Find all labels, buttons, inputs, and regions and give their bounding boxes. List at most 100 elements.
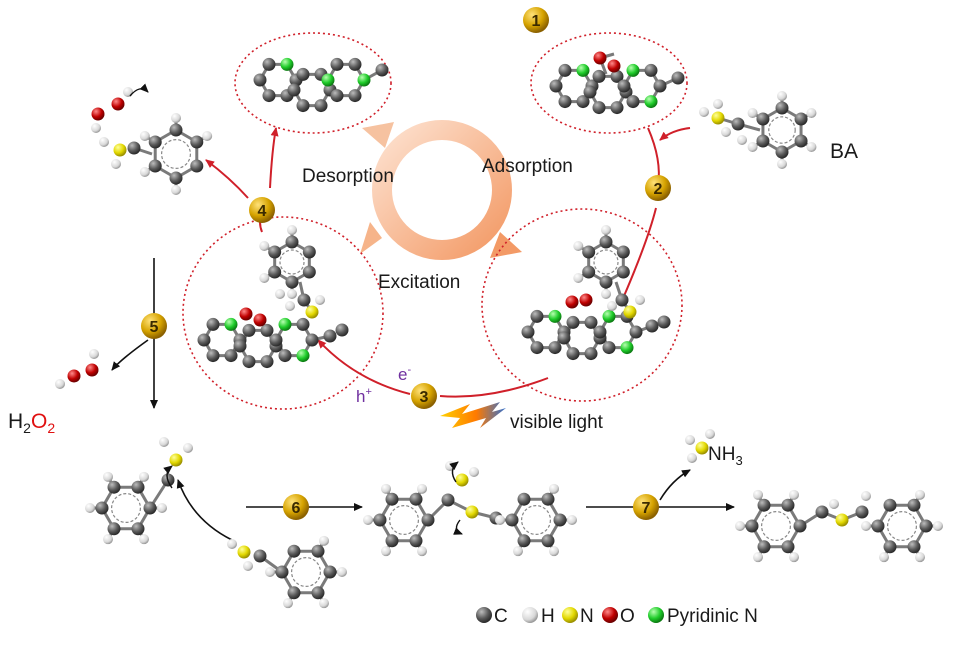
catalyst-circle-right	[481, 208, 683, 402]
atom-n	[455, 473, 469, 487]
atom-h	[123, 87, 133, 97]
atom-c	[548, 341, 562, 355]
atom-c	[794, 112, 808, 126]
atom-h	[915, 489, 925, 500]
atom-c	[731, 117, 745, 131]
atom-o	[111, 97, 125, 111]
atom-c	[781, 540, 795, 554]
atom-c	[576, 95, 590, 109]
atom-p	[620, 341, 634, 355]
atom-c	[616, 245, 630, 259]
atom-c	[883, 540, 897, 554]
atom-c	[592, 69, 606, 83]
atom-c	[385, 492, 399, 506]
catalyst-circle-top-right	[530, 32, 688, 134]
atom-h	[157, 503, 167, 513]
atom-h	[85, 503, 95, 513]
cycle-arrows	[360, 120, 522, 260]
atom-c	[615, 293, 629, 307]
atom-c	[657, 315, 671, 329]
atom-c	[269, 333, 283, 347]
atom-c	[323, 565, 337, 579]
atom-c	[302, 245, 316, 259]
atom-c	[287, 83, 301, 97]
atom-c	[107, 522, 121, 536]
atom-h	[283, 598, 293, 609]
desorption-label: Desorption	[302, 166, 394, 187]
atom-c	[305, 333, 319, 347]
atom-c	[127, 141, 141, 155]
atom-n	[169, 453, 183, 467]
electron-label: e-	[398, 364, 411, 384]
atom-p	[224, 317, 238, 331]
arrow-4-to-peroxide	[205, 159, 249, 199]
step-badge	[411, 383, 437, 409]
atom-h	[315, 295, 325, 305]
legend-h-swatch	[522, 607, 538, 623]
atom-h	[699, 107, 709, 117]
atom-h	[139, 167, 150, 177]
atom-c	[302, 265, 316, 279]
atom-h	[879, 552, 889, 563]
step-marker-3: 3	[411, 383, 437, 409]
atom-c	[756, 112, 770, 126]
atom-c	[541, 492, 555, 506]
atom-h	[287, 225, 297, 235]
atom-h	[287, 289, 297, 299]
aromatic-ring	[291, 556, 322, 587]
atom-c	[566, 315, 580, 329]
step-number: 5	[150, 319, 159, 336]
atom-h	[183, 443, 193, 453]
atom-c	[275, 565, 289, 579]
arrow-2-to-right	[623, 207, 657, 297]
aromatic-ring	[389, 505, 420, 536]
atom-c	[610, 69, 624, 83]
step-marker-7: 7	[633, 494, 659, 520]
atom-c	[285, 275, 299, 289]
atom-c	[599, 275, 613, 289]
atom-h	[753, 552, 763, 563]
step-number: 2	[654, 181, 663, 198]
adsorption-label: Adsorption	[482, 156, 573, 177]
atom-h	[573, 273, 584, 283]
atom-h	[417, 546, 427, 557]
atom-c	[775, 145, 789, 159]
atom-o	[67, 369, 81, 383]
step-badge	[141, 313, 167, 339]
step-badge	[523, 7, 549, 33]
atom-h	[549, 546, 559, 557]
atom-c	[602, 341, 616, 355]
step-badge	[633, 494, 659, 520]
atom-h	[737, 135, 747, 145]
atom-p	[296, 349, 310, 363]
atom-legend: C H N O Pyridinic N	[476, 606, 758, 627]
aromatic-ring	[110, 493, 141, 524]
atom-n	[237, 545, 251, 559]
atom-h	[713, 99, 723, 109]
atom-h	[363, 515, 373, 525]
atom-c	[745, 519, 759, 533]
atom-h	[747, 108, 758, 118]
atom-h	[89, 349, 99, 359]
catalyst-circle-left	[182, 216, 384, 410]
atom-c	[206, 349, 220, 363]
atom-c	[131, 480, 145, 494]
atom-c	[190, 135, 204, 149]
atom-h	[567, 515, 577, 525]
atom-c	[285, 235, 299, 249]
atom-h	[777, 91, 787, 101]
atom-c	[148, 135, 162, 149]
atom-c	[143, 501, 157, 515]
atom-c	[592, 101, 606, 115]
atom-c	[584, 347, 598, 361]
atom-c	[330, 57, 344, 71]
atom-h	[685, 435, 695, 445]
atom-h	[103, 534, 113, 545]
atom-c	[296, 99, 310, 113]
atom-c	[260, 323, 274, 337]
atom-c	[253, 549, 267, 563]
atom-c	[287, 586, 301, 600]
atom-c	[107, 480, 121, 494]
atom-n	[623, 305, 637, 319]
atom-c	[311, 586, 325, 600]
